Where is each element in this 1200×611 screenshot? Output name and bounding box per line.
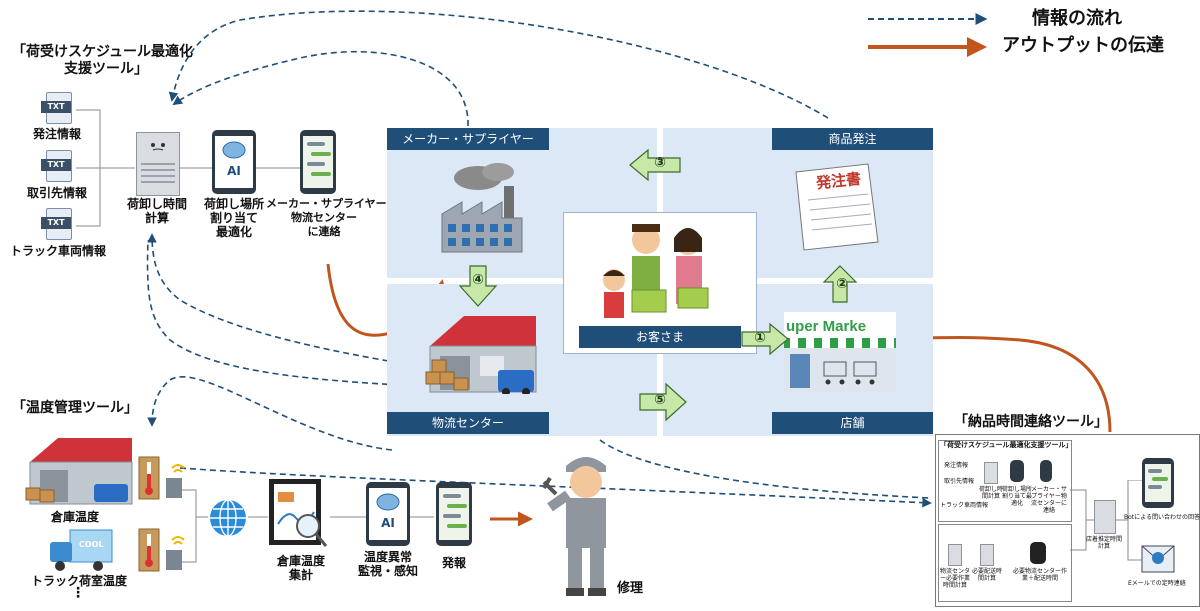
step-arrow-2 bbox=[822, 265, 858, 303]
smartphone-icon bbox=[436, 482, 472, 546]
customers-family-icon bbox=[603, 224, 709, 318]
flow-logistics-to-schedule bbox=[147, 233, 419, 367]
temp-tool-title: 「温度管理ツール」 bbox=[12, 400, 138, 416]
step-label-3: ③ bbox=[654, 155, 666, 171]
assign-label-2: 割り当て bbox=[209, 211, 258, 225]
conn-temp bbox=[182, 489, 197, 563]
internet-globe-icon bbox=[210, 499, 246, 537]
server-icon bbox=[136, 132, 180, 196]
lower-logistics-time: 物流センター必要作業時間計算 bbox=[939, 568, 970, 589]
smartphone-icon bbox=[300, 130, 336, 194]
input-partner-info: 取引先情報 bbox=[26, 186, 87, 200]
header-maker: メーカー・サプライヤー bbox=[387, 128, 549, 150]
delivery-upper-box bbox=[938, 440, 1072, 522]
legend-info-label: 情報の流れ bbox=[1032, 8, 1122, 29]
temp-monitor-label-1: 温度異常 bbox=[363, 550, 412, 564]
schedule-tool-title-2: 支援ツール」 bbox=[64, 61, 148, 77]
delivery-inner-title: 「荷受けスケジュール最適化支援ツール」 bbox=[940, 441, 1073, 449]
truck-temp-label: トラック荷室温度 bbox=[30, 574, 127, 588]
warehouse-temp-label: 倉庫温度 bbox=[50, 510, 99, 524]
lower-total-time: 必要物流センター作業＋配送時間 bbox=[1012, 568, 1067, 582]
smartphone-icon bbox=[1142, 458, 1174, 508]
delivery-lower-box bbox=[938, 524, 1072, 602]
delivery-tool-title: 「納品時間連絡ツール」 bbox=[954, 414, 1108, 430]
temp-aggregate-label-2: 集計 bbox=[288, 568, 313, 582]
assign-label-1: 荷卸し場所 bbox=[203, 197, 264, 211]
assign-label-3: 最適化 bbox=[215, 225, 252, 239]
txt-file-icon: TXT bbox=[41, 92, 72, 124]
step-label-2: ② bbox=[836, 276, 848, 292]
legend-output-label: アウトプットの伝達 bbox=[1002, 35, 1164, 56]
server-icon bbox=[1094, 500, 1116, 534]
thermometer-icon bbox=[138, 528, 160, 572]
lower-delivery-time: 必要配送時間計算 bbox=[972, 568, 1003, 582]
header-store: 店舗 bbox=[772, 412, 933, 434]
step-arrow-1 bbox=[741, 322, 789, 356]
input-order-info: 発注情報 bbox=[32, 127, 81, 141]
factory-icon bbox=[441, 163, 523, 253]
smartphone-icon bbox=[1040, 460, 1052, 482]
delivery-inner-connectors bbox=[1070, 480, 1142, 561]
wifi-sensor-icon bbox=[166, 536, 185, 570]
txt-file-icon: TXT bbox=[41, 208, 72, 240]
output-delivery-to-store bbox=[909, 330, 1112, 433]
customer-label: お客さま bbox=[579, 326, 741, 348]
wifi-sensor-icon bbox=[166, 464, 185, 498]
header-order: 商品発注 bbox=[772, 128, 933, 150]
alert-label: 発報 bbox=[441, 556, 466, 570]
report-chart-icon bbox=[269, 479, 328, 547]
email-icon bbox=[1141, 545, 1175, 573]
server-icon bbox=[984, 462, 998, 484]
more-ellipsis: ⋮ bbox=[71, 585, 85, 601]
cool-label: COOL bbox=[79, 540, 104, 549]
temp-aggregate-label-1: 倉庫温度 bbox=[276, 554, 325, 568]
ai-tablet-icon: AI bbox=[212, 130, 256, 194]
thermometer-icon bbox=[138, 456, 160, 500]
store-eta-calc: 店着推定時間計算 bbox=[1086, 536, 1123, 550]
server-icon bbox=[948, 544, 962, 566]
email-contact-label: Eメールでの定時連絡 bbox=[1128, 580, 1186, 587]
inner-input-truck: トラック車両情報 bbox=[940, 502, 989, 509]
calc-time-label-1: 荷卸し時間 bbox=[126, 197, 187, 211]
inner-input-partner: 取引先情報 bbox=[944, 478, 975, 485]
flow-maker-to-schedule bbox=[172, 50, 469, 127]
warehouse-icon bbox=[425, 316, 537, 394]
calc-time-label-2: 計算 bbox=[144, 211, 169, 225]
step-arrow-3 bbox=[629, 148, 681, 182]
repair-label: 修理 bbox=[616, 581, 643, 596]
step-label-1: ① bbox=[754, 330, 766, 346]
server-icon bbox=[980, 544, 994, 566]
repair-worker-icon bbox=[542, 457, 606, 596]
refrigerated-truck-icon bbox=[50, 529, 113, 571]
flow-center-to-delivery bbox=[599, 439, 931, 499]
header-logistics: 物流センター bbox=[387, 412, 549, 434]
inner-input-order: 発注情報 bbox=[944, 462, 969, 469]
step-arrow-4 bbox=[458, 265, 498, 307]
contact-label-3: に連絡 bbox=[307, 225, 341, 238]
supermarket-icon bbox=[784, 312, 896, 392]
temp-monitor-label-2: 監視・感知 bbox=[357, 564, 418, 578]
schedule-tool-title-1: 「荷受けスケジュール最適化 bbox=[12, 44, 194, 60]
flow-order-to-schedule bbox=[168, 10, 829, 119]
ai-tablet-icon bbox=[1010, 460, 1024, 482]
flow-logistics-to-schedule-2 bbox=[146, 239, 419, 387]
order-document-icon bbox=[795, 163, 879, 251]
step-label-4: ④ bbox=[472, 272, 484, 288]
contact-label-2: 物流センター bbox=[291, 211, 357, 224]
supermarket-sign: uper Marke bbox=[786, 318, 867, 335]
bot-answer-label: Botによる問い合わせの回答 bbox=[1124, 514, 1200, 521]
input-truck-info: トラック車両情報 bbox=[10, 244, 107, 258]
inner-contact: メーカー・サプライヤー物流センターに連絡 bbox=[1030, 486, 1067, 514]
warehouse-icon bbox=[25, 438, 133, 505]
contact-label-1: メーカー・サプライヤー bbox=[266, 197, 387, 210]
inner-assign: 荷卸し場所割り当て最適化 bbox=[1002, 486, 1033, 507]
report-chart-icon bbox=[1030, 542, 1046, 564]
inner-calc: 荷卸し時間計算 bbox=[978, 486, 1003, 500]
flow-to-temp-tool bbox=[147, 376, 393, 451]
step-label-5: ⑤ bbox=[654, 392, 666, 408]
ai-tablet-icon: AI bbox=[366, 482, 410, 546]
txt-file-icon: TXT bbox=[41, 150, 72, 182]
step-arrow-5 bbox=[639, 382, 687, 422]
